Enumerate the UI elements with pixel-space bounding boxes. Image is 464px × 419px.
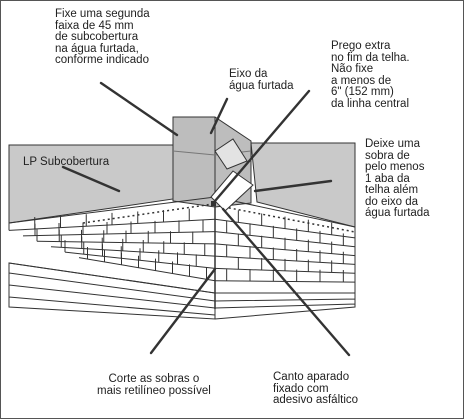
label-overhang: Deixe uma sobra de pelo menos 1 aba da t… <box>365 138 430 219</box>
nail-line-right <box>218 205 356 233</box>
label-cut-overhang: Corte as sobras o mais retilíneo possíve… <box>97 373 211 397</box>
fascia-right <box>214 292 356 320</box>
shingles-left <box>8 208 216 282</box>
leader-cut-overhang <box>149 267 217 355</box>
extra-nail-marker <box>211 201 216 206</box>
overhang-shingle-tab <box>210 170 254 212</box>
shingles-right <box>214 207 356 283</box>
leader-extra-nail <box>213 89 311 203</box>
shingle-course-left <box>78 257 216 282</box>
shingle-course-left <box>36 240 216 245</box>
leader-trimmed-corner <box>221 207 351 357</box>
label-trimmed-corner: Canto aparado fixado com adesivo asfálti… <box>273 371 359 406</box>
leader-lp-underlayment <box>61 165 121 193</box>
label-valley-axis: Eixo da água furtada <box>229 68 294 92</box>
label-lp-underlayment: LP Subcobertura <box>23 156 110 168</box>
label-extra-nail: Prego extra no fim da telha. Não fixe a … <box>331 40 410 110</box>
underlayment-flap <box>214 138 248 170</box>
leader-second-underlayment <box>99 81 179 137</box>
leader-overhang <box>253 179 333 193</box>
nail-line-left <box>82 203 214 224</box>
shingle-course-left <box>22 231 216 237</box>
leader-lines <box>61 81 351 357</box>
leader-valley-axis <box>209 97 229 135</box>
label-second-underlayment: Fixe uma segunda faixa de 45 mm de subco… <box>55 8 150 66</box>
shingle-course-left <box>50 246 216 257</box>
